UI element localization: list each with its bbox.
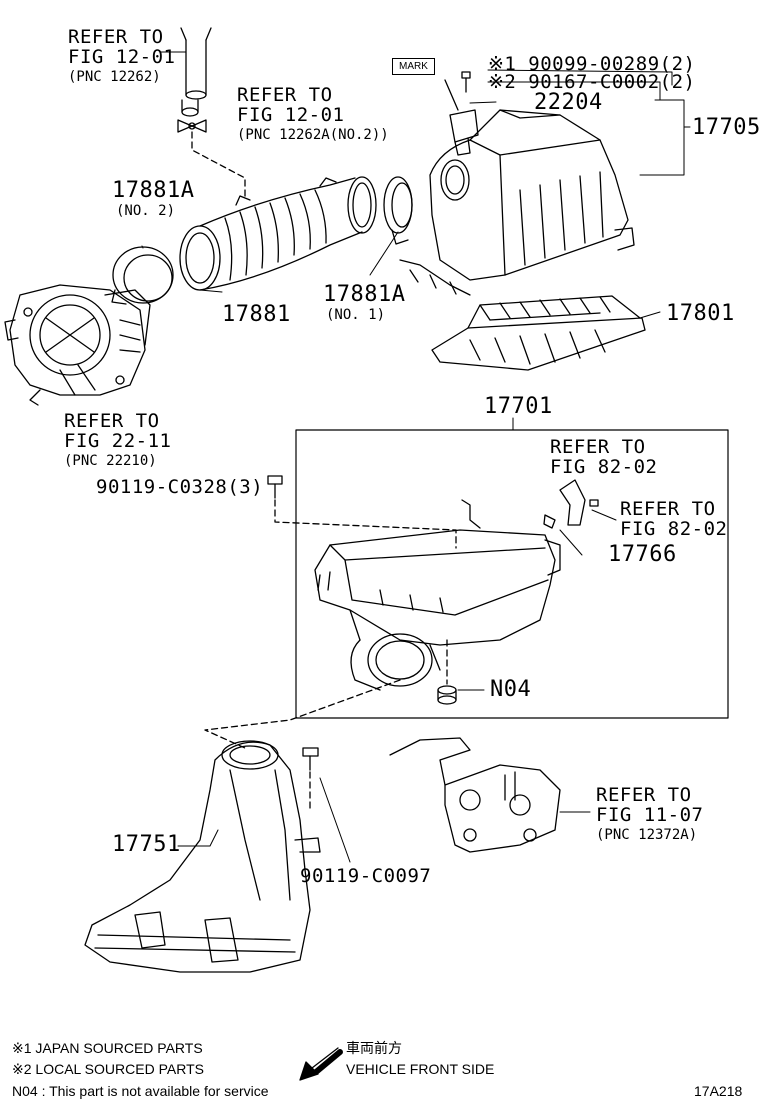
bracket-part [543, 479, 599, 529]
hose-clamp-no1 [383, 176, 413, 245]
air-cleaner-case [314, 499, 561, 691]
part-17881a-no2-sub: (NO. 2) [116, 203, 176, 219]
front-label-en: VEHICLE FRONT SIDE [346, 1061, 495, 1077]
ref-fig12-mid-line3: (PNC 12262A(NO.2)) [237, 127, 389, 143]
ref-fig12-mid-line1: REFER TO [237, 84, 333, 106]
ref-fig82-a-line1: REFER TO [550, 436, 646, 458]
part-17881a-no1: 17881A [323, 282, 406, 307]
footer-note-1: ※1 JAPAN SOURCED PARTS [12, 1040, 203, 1056]
part-17766: 17766 [608, 542, 677, 567]
part-17881a-no1-sub: (NO. 1) [326, 307, 386, 323]
part-90119-c0097: 90119-C0097 [300, 865, 432, 887]
case-assembly-box [295, 429, 729, 719]
diagram-code: 17A218 [694, 1083, 743, 1099]
air-cleaner-cap [399, 109, 635, 296]
grommet-n04 [437, 685, 457, 705]
ref-fig11-line2: FIG 11-07 [596, 804, 704, 826]
leader-lines [141, 51, 691, 863]
air-flow-meter [444, 79, 479, 156]
mark-label: MARK [392, 58, 435, 75]
ref-fig11-line1: REFER TO [596, 784, 692, 806]
intake-pipe-top [180, 27, 212, 117]
ref-fig12-top-line1: REFER TO [68, 26, 164, 48]
dashed-leader-bolt-c0328 [274, 499, 457, 549]
part-17701: 17701 [484, 394, 553, 419]
mount-bracket [389, 737, 561, 853]
part-17801: 17801 [666, 301, 735, 326]
footer-note-3: N04 : This part is not available for ser… [12, 1083, 269, 1099]
part-17881: 17881 [222, 302, 291, 327]
screw-top [461, 71, 471, 93]
part-22204: 22204 [534, 90, 603, 115]
vehicle-front-arrow-icon [299, 1047, 343, 1081]
part-17881a-no2: 17881A [112, 178, 195, 203]
ref-fig82-a-line2: FIG 82-02 [550, 456, 658, 478]
intake-hose [179, 176, 377, 291]
part-n04: N04 [490, 677, 532, 702]
bolt-c0097 [302, 747, 319, 771]
ref-fig22-line1: REFER TO [64, 410, 160, 432]
part-17705: 17705 [692, 115, 760, 140]
ref-fig11-line3: (PNC 12372A) [596, 827, 698, 843]
footer-note-2: ※2 LOCAL SOURCED PARTS [12, 1061, 204, 1077]
ref-fig12-top-line3: (PNC 12262) [68, 69, 161, 85]
ref-fig22-line2: FIG 22-11 [64, 430, 172, 452]
front-label-jp: 車両前方 [346, 1040, 402, 1056]
ref-fig22-line3: (PNC 22210) [64, 453, 157, 469]
ref-fig82-b-line2: FIG 82-02 [620, 518, 728, 540]
part-17751: 17751 [112, 832, 181, 857]
bolt-c0328 [267, 475, 283, 499]
ref-fig12-top-line2: FIG 12-01 [68, 46, 176, 68]
air-duct [84, 740, 321, 973]
ref-fig12-mid-line2: FIG 12-01 [237, 104, 345, 126]
air-filter-element [431, 295, 646, 371]
bolt-part-2: ※2 90167-C0002(2) [488, 71, 696, 93]
ref-fig82-b-line1: REFER TO [620, 498, 716, 520]
clip-part [177, 119, 207, 133]
bolt-part-1: ※1 90099-00289(2) [488, 53, 696, 75]
throttle-body [4, 284, 151, 406]
dashed-leader-duct [204, 679, 401, 749]
hose-clamp-no2 [111, 246, 174, 305]
part-90119-c0328: 90119-C0328(3) [96, 476, 264, 498]
